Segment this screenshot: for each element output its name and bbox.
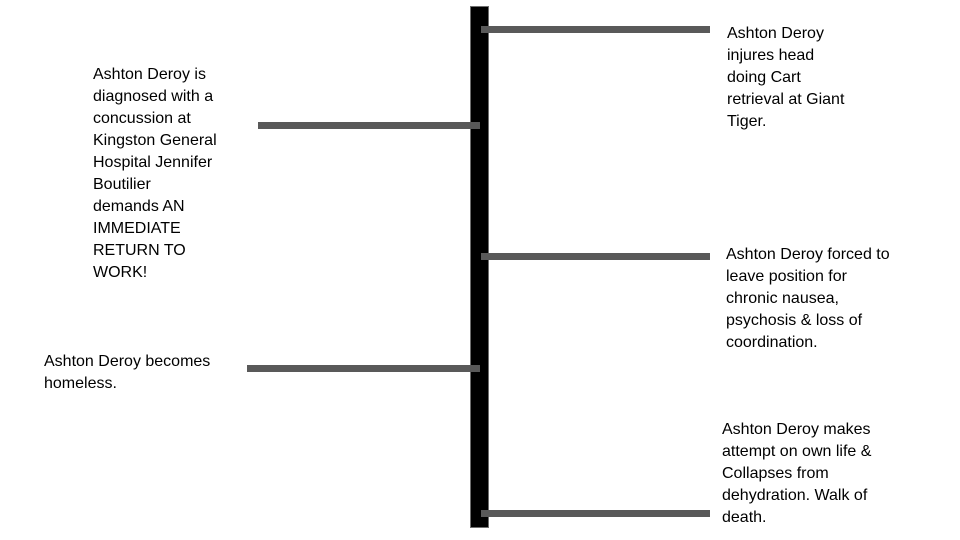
timeline-axis-bar bbox=[470, 6, 489, 528]
event-text-right-3: Ashton Deroy makes attempt on own life &… bbox=[722, 421, 872, 526]
event-text-right-2: Ashton Deroy forced to leave position fo… bbox=[726, 246, 890, 351]
event-text-right-1: Ashton Deroy injures head doing Cart ret… bbox=[727, 25, 845, 130]
connector-line-event-left-2 bbox=[247, 365, 480, 372]
connector-line-event-right-2 bbox=[481, 253, 710, 260]
connector-line-event-right-1 bbox=[481, 26, 710, 33]
event-text-left-2: Ashton Deroy becomes homeless. bbox=[44, 353, 211, 392]
connector-line-event-left-1 bbox=[258, 122, 480, 129]
connector-line-event-right-3 bbox=[481, 510, 710, 517]
event-text-left-1: Ashton Deroy is diagnosed with a concuss… bbox=[93, 66, 217, 281]
